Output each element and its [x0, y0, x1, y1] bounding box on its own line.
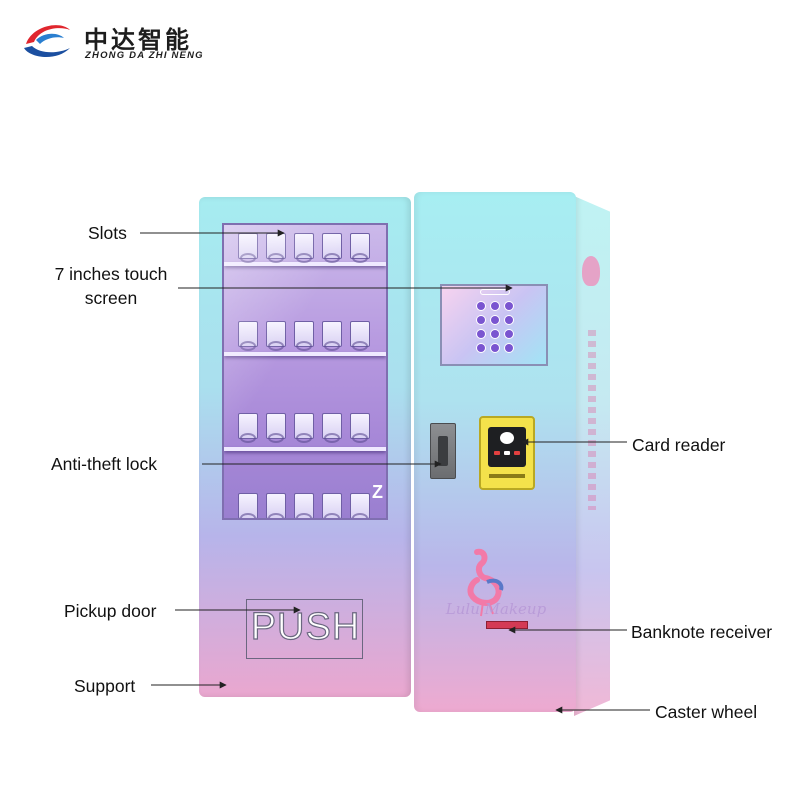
touch-screen	[440, 284, 548, 366]
keypad-key	[477, 330, 485, 338]
glass-decal: Z	[372, 487, 382, 497]
card-reader-slot	[489, 474, 525, 478]
product-item	[322, 493, 342, 519]
spiral-coil	[268, 341, 284, 351]
spiral-coil	[240, 433, 256, 443]
product-item	[294, 493, 314, 519]
spiral-coil	[324, 433, 340, 443]
keypad-key	[505, 316, 513, 324]
brand-script-logo: Lulu Makeup	[426, 600, 566, 618]
spiral-coil	[268, 513, 284, 520]
product-item	[294, 321, 314, 347]
keypad-key	[491, 344, 499, 352]
product-item	[322, 321, 342, 347]
shelf	[224, 447, 386, 451]
spiral-coil	[268, 433, 284, 443]
side-flamingo-decal	[582, 256, 600, 286]
product-item	[238, 413, 258, 439]
spiral-coil	[324, 253, 340, 263]
callout-slots: Slots	[88, 222, 127, 244]
callout-support: Support	[74, 675, 135, 697]
spiral-coil	[240, 253, 256, 263]
callout-touch-screen-line1: 7 inches touch	[44, 263, 178, 285]
card-reader-button	[494, 451, 500, 455]
spiral-coil	[296, 253, 312, 263]
screen-top-slot	[480, 289, 510, 295]
product-item	[350, 493, 370, 519]
keypad-key	[505, 330, 513, 338]
callout-pickup-door: Pickup door	[64, 600, 156, 622]
screen-keypad	[475, 300, 515, 360]
product-item	[266, 321, 286, 347]
product-item	[322, 233, 342, 259]
keypad-key	[477, 316, 485, 324]
product-item	[322, 413, 342, 439]
product-item	[266, 413, 286, 439]
spiral-coil	[324, 513, 340, 520]
product-item	[350, 233, 370, 259]
spiral-coil	[240, 513, 256, 520]
product-item	[238, 493, 258, 519]
card-reader-button	[514, 451, 520, 455]
product-item	[266, 233, 286, 259]
spiral-coil	[296, 341, 312, 351]
spiral-coil	[352, 253, 368, 263]
callout-card-reader: Card reader	[632, 434, 725, 456]
callout-banknote-receiver: Banknote receiver	[631, 621, 772, 643]
keypad-key	[491, 330, 499, 338]
product-window: Z	[222, 223, 388, 520]
spiral-coil	[296, 433, 312, 443]
spiral-coil	[352, 513, 368, 520]
lock-core	[438, 436, 448, 466]
spiral-coil	[352, 433, 368, 443]
banknote-slot	[486, 621, 528, 629]
product-item	[294, 233, 314, 259]
keypad-key	[505, 344, 513, 352]
anti-theft-lock	[430, 423, 456, 479]
shelf	[224, 262, 386, 266]
product-item	[266, 493, 286, 519]
spiral-coil	[296, 513, 312, 520]
spiral-coil	[240, 341, 256, 351]
side-panel-text-decal	[588, 330, 596, 510]
keypad-key	[491, 316, 499, 324]
product-item	[238, 321, 258, 347]
card-reader-display	[488, 427, 526, 467]
keypad-key	[505, 302, 513, 310]
keypad-key	[477, 302, 485, 310]
spiral-coil	[268, 253, 284, 263]
spiral-coil	[324, 341, 340, 351]
shelf	[224, 352, 386, 356]
product-item	[350, 413, 370, 439]
product-item	[294, 413, 314, 439]
callout-touch-screen-line2: screen	[44, 287, 178, 309]
spiral-coil	[352, 341, 368, 351]
product-item	[350, 321, 370, 347]
keypad-key	[477, 344, 485, 352]
card-reader-button	[504, 451, 510, 455]
callout-caster-wheel: Caster wheel	[655, 701, 757, 723]
card-reader	[479, 416, 535, 490]
product-item	[238, 233, 258, 259]
push-label: PUSH	[247, 606, 364, 649]
card-reader-logo-icon	[500, 432, 514, 444]
pickup-door: PUSH	[246, 599, 363, 659]
keypad-key	[491, 302, 499, 310]
callout-anti-theft-lock: Anti-theft lock	[51, 453, 157, 475]
